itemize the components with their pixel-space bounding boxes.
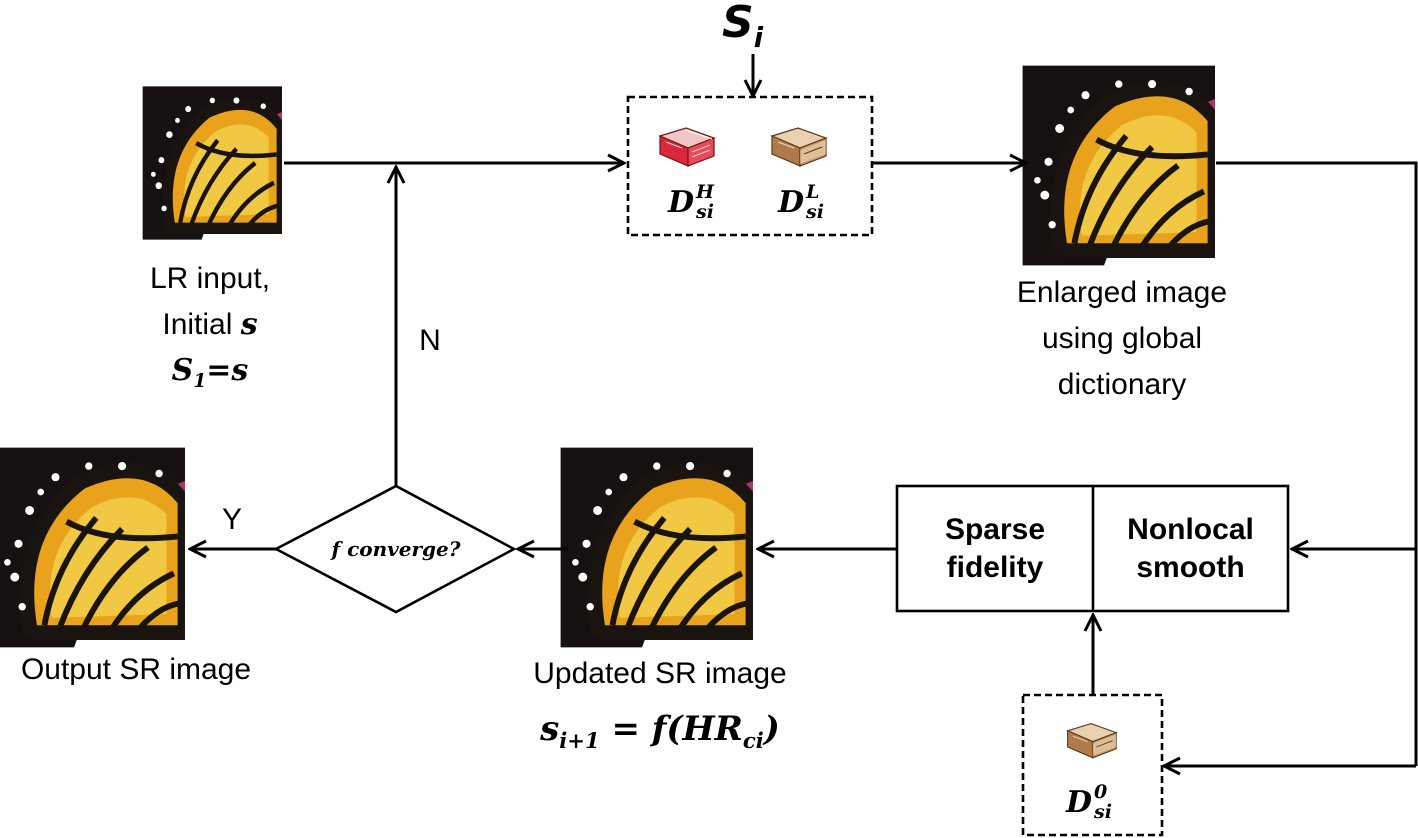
lr-input-image (143, 86, 282, 239)
updated-sr-formula: si+1 = f(HRci) (540, 709, 780, 753)
decision-diamond (273, 484, 517, 614)
decision-label: f converge? (331, 537, 461, 561)
updated-sr-image (561, 448, 753, 648)
line-enlarged-right (1216, 161, 1418, 766)
updated-sr-label: Updated SR image (533, 657, 787, 690)
output-sr-image (0, 448, 185, 648)
book-brown-icon (1067, 723, 1117, 759)
branch-yes-label: Y (221, 503, 242, 536)
enlarged-image (1023, 66, 1215, 266)
book-red-icon (659, 127, 715, 167)
branch-no-label: N (419, 324, 441, 357)
book-brown-icon (771, 127, 827, 167)
output-sr-label: Output SR image (20, 653, 252, 686)
enlarged-label: Enlarged image using global dictionary (1016, 276, 1228, 401)
lr-input-label: LR input, Initial s S1=s (149, 262, 271, 392)
dictionary-box-top (626, 95, 874, 237)
top-input-label: Si (722, 0, 764, 54)
